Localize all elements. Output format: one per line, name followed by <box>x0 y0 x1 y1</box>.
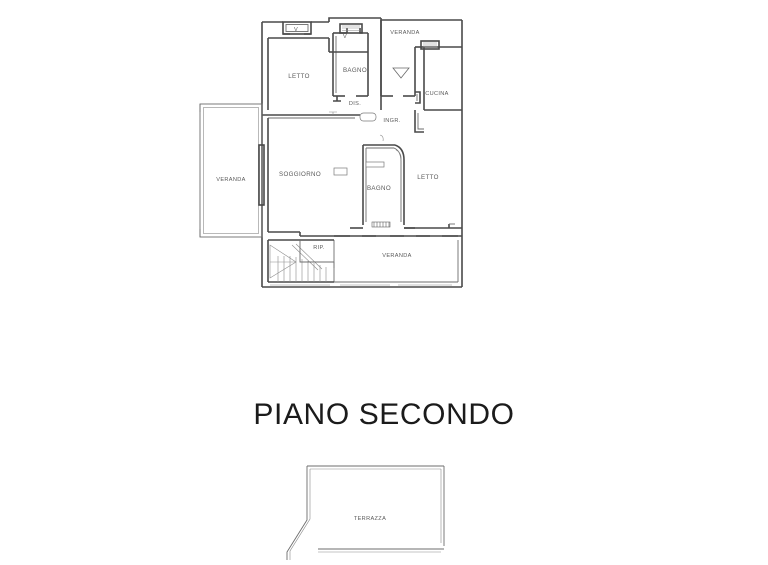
balcony-top-middle <box>339 23 363 34</box>
main-floor-plan-group: V LETTO <box>199 17 463 288</box>
room-label-letto-top: LETTO <box>288 73 310 80</box>
room-label-rip: RIP. <box>313 245 325 251</box>
room-label-cucina: CUCINA <box>425 91 449 97</box>
page-title: PIANO SECONDO <box>253 398 515 431</box>
room-bagno-top-walls <box>329 28 369 102</box>
room-letto-top-walls <box>267 37 330 110</box>
door-swing-bagno-middle <box>379 134 384 142</box>
room-label-terrazza: TERRAZZA <box>354 516 386 522</box>
balcony-top-left <box>282 21 312 35</box>
room-letto-middle-walls <box>300 223 462 237</box>
marker-balcony-v-top-left: V <box>294 27 298 33</box>
marker-balcony-v-top-middle: V <box>343 34 347 40</box>
room-bagno-middle-walls <box>362 144 405 228</box>
room-label-veranda-left: VERANDA <box>216 177 246 183</box>
corridor-jog-right <box>414 110 424 133</box>
room-label-letto-middle: LETTO <box>417 174 439 181</box>
room-label-dis: DIS. <box>349 101 361 107</box>
room-label-bagno-middle: BAGNO <box>367 185 391 192</box>
room-label-veranda-bottom: VERANDA <box>382 253 412 259</box>
room-label-ingr: INGR. <box>383 118 400 124</box>
fixture-soggiorno-table <box>333 167 348 176</box>
building-outline <box>261 17 463 288</box>
room-veranda-left-walls <box>199 103 265 238</box>
room-veranda-bottom-walls <box>333 235 459 286</box>
room-label-veranda-top: VERANDA <box>390 30 420 36</box>
room-label-bagno-top: BAGNO <box>343 67 367 74</box>
entrance-corridor <box>262 111 377 122</box>
staircase-group <box>267 239 335 283</box>
room-cucina-walls <box>415 40 462 111</box>
room-veranda-top-walls <box>380 20 424 97</box>
triangle-marker-veranda-top <box>392 67 410 79</box>
terrace-plan-group <box>286 465 445 560</box>
room-label-soggiorno: SOGGIORNO <box>279 171 321 178</box>
